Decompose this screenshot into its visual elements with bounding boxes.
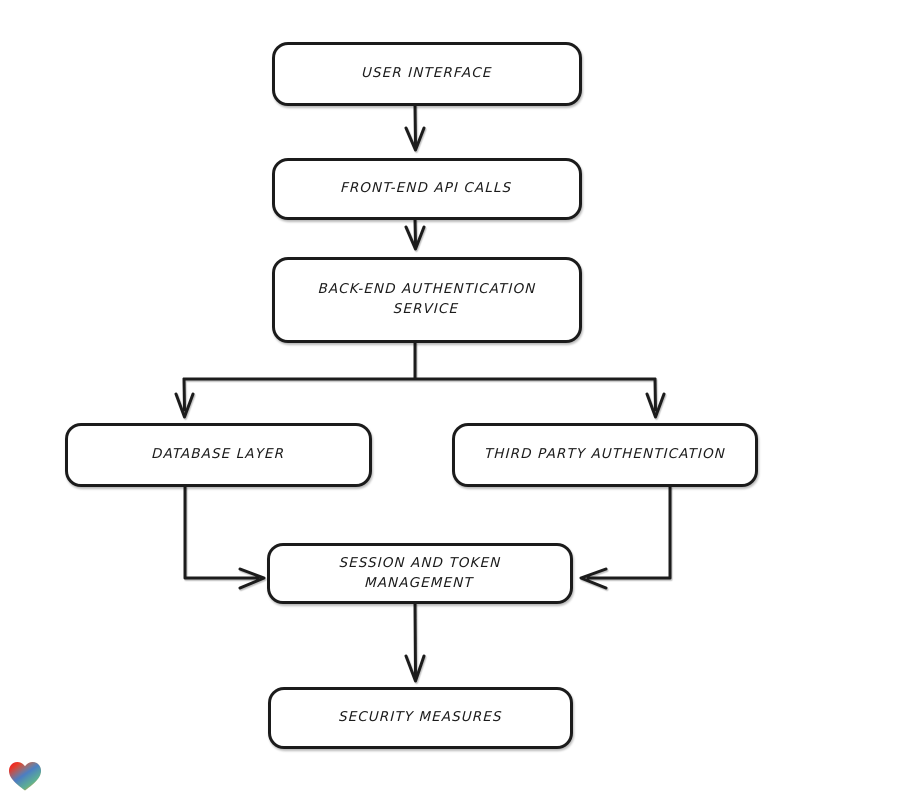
node-label-backend-authentication-service: Back-End Authentication Service bbox=[318, 281, 537, 317]
heart-icon bbox=[9, 762, 41, 791]
edge-session-token-to-security-measures bbox=[404, 602, 426, 683]
edge-database-layer-to-session-token bbox=[183, 485, 266, 590]
edge-frontend-api-calls-to-backend-auth bbox=[404, 218, 426, 251]
node-label-database-layer: Database Layer bbox=[151, 446, 286, 463]
edge-backend-auth-branch-bus bbox=[182, 341, 657, 381]
node-frontend-api-calls[interactable]: Front-End API Calls bbox=[272, 158, 582, 220]
node-database-layer[interactable]: Database Layer bbox=[65, 423, 372, 487]
node-label-frontend-api-calls: Front-End API Calls bbox=[341, 180, 514, 197]
node-backend-authentication-service[interactable]: Back-End Authentication Service bbox=[272, 257, 582, 343]
node-label-third-party-authentication: Third Party Authentication bbox=[484, 446, 726, 463]
node-session-and-token-management[interactable]: Session and Token Management bbox=[267, 543, 573, 604]
node-label-security-measures: Security Measures bbox=[338, 709, 503, 726]
node-label-user-interface: User Interface bbox=[361, 65, 493, 82]
edge-user-interface-to-frontend-api-calls bbox=[404, 104, 426, 152]
node-third-party-authentication[interactable]: Third Party Authentication bbox=[452, 423, 758, 487]
edge-backend-auth-to-database-layer bbox=[174, 377, 195, 419]
node-user-interface[interactable]: User Interface bbox=[272, 42, 582, 106]
node-security-measures[interactable]: Security Measures bbox=[268, 687, 573, 749]
node-label-session-and-token-management: Session and Token Management bbox=[339, 554, 502, 591]
edge-third-party-auth-to-session-token bbox=[579, 485, 672, 590]
edge-backend-auth-to-third-party-auth bbox=[645, 377, 666, 419]
